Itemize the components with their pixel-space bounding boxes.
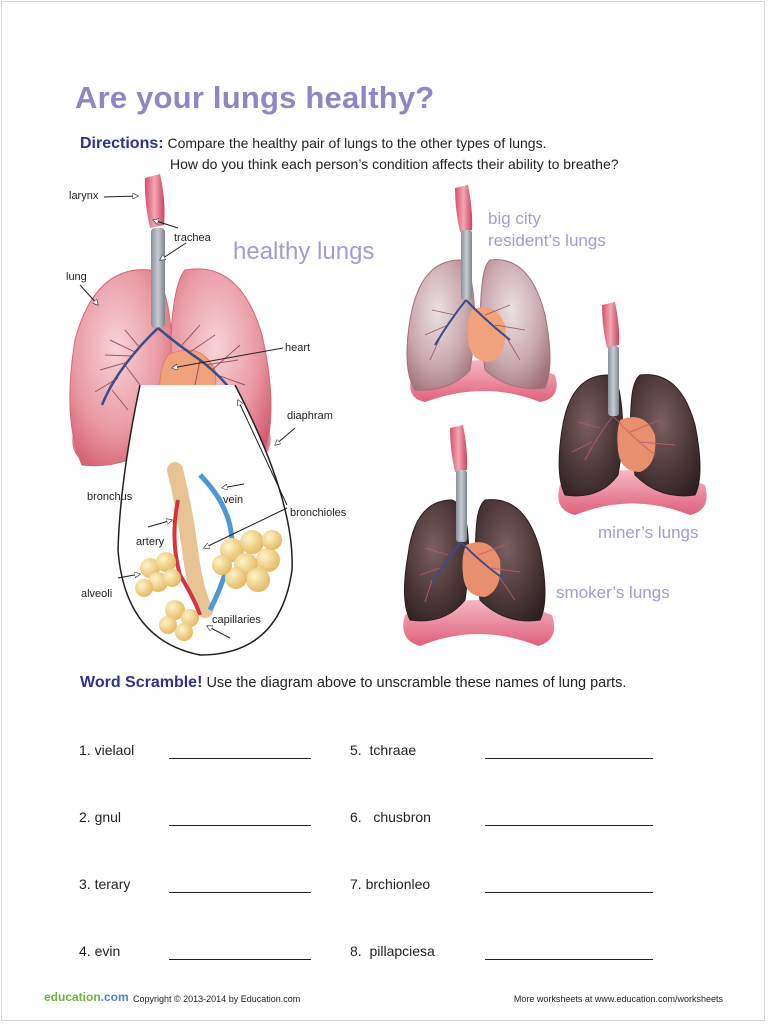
answer-blank-4[interactable] [169, 959, 311, 960]
scramble-item-4: 4. evin [79, 943, 120, 959]
healthy-larynx [144, 174, 165, 228]
word-scramble-title: Word Scramble! [80, 674, 203, 691]
item-word: chusbron [373, 809, 431, 825]
directions-label: Directions: [80, 135, 164, 152]
answer-blank-1[interactable] [169, 758, 311, 759]
label-lung: lung [66, 271, 87, 283]
scramble-item-2: 2. gnul [79, 809, 121, 825]
healthy-lungs: larynx trachea lung heart diaphram bronc… [66, 174, 374, 656]
answer-blank-8[interactable] [485, 959, 653, 960]
logo-main: education [44, 990, 101, 1004]
item-number: 7. [350, 876, 362, 892]
answer-blank-7[interactable] [485, 892, 653, 893]
answer-blank-3[interactable] [169, 892, 311, 893]
scramble-item-1: 1. vielaol [79, 742, 134, 758]
label-miner: miner’s lungs [598, 523, 698, 542]
item-number: 5. [350, 742, 362, 758]
item-word: tchraae [369, 742, 417, 758]
item-word: brchionleo [365, 876, 431, 892]
label-bronchus: bronchus [87, 491, 133, 503]
label-city-line2: resident’s lungs [488, 231, 606, 250]
label-alveoli: alveoli [81, 588, 112, 600]
word-scramble-heading: Word Scramble! Use the diagram above to … [80, 674, 626, 692]
directions-line-1: Directions: Compare the healthy pair of … [80, 133, 619, 154]
label-larynx: larynx [69, 190, 99, 202]
word-scramble-instruction: Use the diagram above to unscramble thes… [206, 675, 627, 691]
label-capillaries: capillaries [212, 614, 261, 626]
education-logo[interactable]: education.com [44, 990, 129, 1004]
item-word: terary [94, 876, 131, 892]
more-worksheets-link[interactable]: More worksheets at www.education.com/wor… [513, 994, 723, 1004]
label-smoker: smoker’s lungs [556, 583, 670, 602]
item-number: 4. [79, 943, 91, 959]
label-trachea: trachea [174, 232, 212, 244]
label-vein: vein [223, 494, 243, 506]
healthy-bronchioles [94, 324, 246, 411]
miner-lungs: miner’s lungs [558, 302, 707, 542]
item-number: 6. [350, 809, 362, 825]
zoom-alveoli [135, 530, 282, 641]
answer-blank-6[interactable] [485, 825, 653, 826]
directions: Directions: Compare the healthy pair of … [80, 133, 619, 175]
item-word: vielaol [94, 742, 135, 758]
item-word: gnul [94, 809, 122, 825]
label-artery: artery [136, 536, 165, 548]
scramble-item-6: 6. chusbron [350, 809, 431, 825]
copyright-text: Copyright © 2013-2014 by Education.com [133, 994, 301, 1004]
scramble-item-7: 7. brchionleo [350, 876, 430, 892]
lung-diagram: larynx trachea lung heart diaphram bronc… [66, 174, 707, 656]
item-number: 1. [79, 742, 91, 758]
item-number: 2. [79, 809, 91, 825]
item-word: evin [94, 943, 121, 959]
scramble-item-8: 8. pillapciesa [350, 943, 435, 959]
label-bronchioles: bronchioles [290, 507, 347, 519]
label-heart: heart [285, 342, 310, 354]
label-healthy-lungs: healthy lungs [233, 238, 374, 265]
directions-text-1: Compare the healthy pair of lungs to the… [167, 135, 547, 151]
item-number: 3. [79, 876, 91, 892]
zoom-bronchiole [167, 462, 213, 618]
scramble-item-5: 5. tchraae [350, 742, 416, 758]
city-lungs: big city resident’s lungs [406, 185, 606, 402]
footer: education.com Copyright © 2013-2014 by E… [0, 990, 768, 1014]
smoker-lungs: smoker’s lungs [403, 425, 670, 646]
answer-blank-5[interactable] [485, 758, 653, 759]
item-word: pillapciesa [369, 943, 435, 959]
healthy-trachea [151, 228, 165, 328]
directions-text-2: How do you think each person’s condition… [170, 156, 619, 172]
label-city-line1: big city [488, 209, 541, 228]
label-diaphram: diaphram [287, 410, 333, 422]
logo-dotcom: .com [100, 990, 129, 1004]
healthy-label-arrows [79, 196, 296, 639]
answer-blank-2[interactable] [169, 825, 311, 826]
item-number: 8. [350, 943, 362, 959]
scramble-item-3: 3. terary [79, 876, 130, 892]
page-title: Are your lungs healthy? [75, 80, 435, 115]
